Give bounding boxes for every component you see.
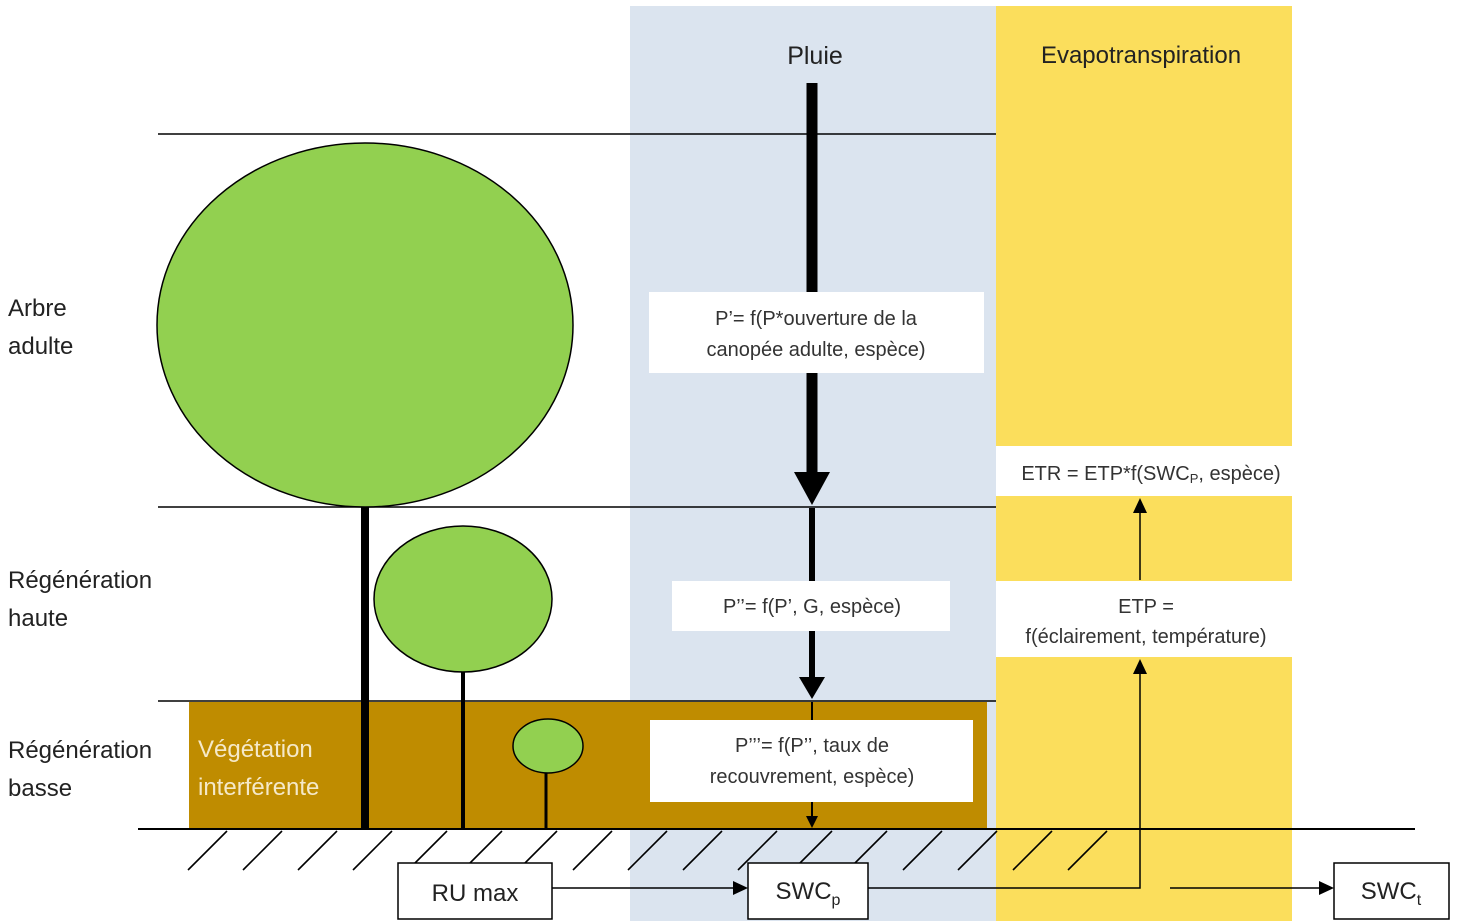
etr-prefix: ETR = ETP*f(SWC xyxy=(1021,463,1189,485)
high-regen-tree-crown xyxy=(373,525,553,673)
rain-title: Pluie xyxy=(787,42,843,70)
evapotranspiration-title: Evapotranspiration xyxy=(1041,42,1241,69)
layer-high-line1: Régénération xyxy=(8,567,152,594)
p2-formula-box xyxy=(672,581,950,631)
adult-tree-crown xyxy=(156,142,574,508)
etr-suffix: , espèce) xyxy=(1198,463,1280,485)
p1-formula-line2: canopée adulte, espèce) xyxy=(706,339,925,361)
soil-input-arrow-head xyxy=(806,816,818,828)
swcp-to-etp-path xyxy=(868,674,1141,889)
low-regen-tree-crown xyxy=(512,718,584,774)
layer-adult-line2: adulte xyxy=(8,333,73,360)
ru-max-label: RU max xyxy=(432,880,519,907)
p3-formula-line1: P’’’= f(P’’, taux de xyxy=(735,735,889,757)
to-swct-arrow-head xyxy=(1319,881,1334,895)
p3-formula-line2: recouvrement, espèce) xyxy=(710,766,915,788)
swct-subscript: t xyxy=(1417,892,1422,909)
etr-subscript: P xyxy=(1190,471,1199,486)
swcp-label: SWCp xyxy=(776,878,841,909)
layer-high-line2: haute xyxy=(8,605,68,632)
vegetation-label-line2: interférente xyxy=(198,774,319,801)
p3-formula-box xyxy=(650,720,973,802)
layer-low-line1: Régénération xyxy=(8,737,152,764)
ru-max-box xyxy=(397,862,553,920)
etp-formula-box xyxy=(996,581,1292,657)
etr-formula-box xyxy=(996,446,1292,496)
p1-formula-box xyxy=(649,292,984,373)
vegetation-label-line1: Végétation xyxy=(198,736,313,763)
layer-adult-line1: Arbre xyxy=(8,295,67,322)
soil-hatching xyxy=(187,830,1108,871)
swcp-to-etp-arrow-head xyxy=(1133,659,1147,674)
layer-low-line2: basse xyxy=(8,775,72,802)
p1-formula-line1: P’= f(P*ouverture de la xyxy=(715,308,918,330)
etp-to-etr-arrow-head xyxy=(1133,498,1147,513)
rain-arrow-head xyxy=(794,472,830,505)
etr-formula: ETR = ETP*f(SWCP, espèce) xyxy=(1021,463,1280,486)
swcp-box xyxy=(747,862,869,920)
etp-formula-line2: f(éclairement, température) xyxy=(1025,626,1266,648)
p2-formula-line1: P’’= f(P’, G, espèce) xyxy=(723,596,901,618)
throughfall-arrow-head xyxy=(799,677,825,699)
etp-formula-line1: ETP = xyxy=(1118,596,1174,618)
swct-box xyxy=(1333,862,1450,920)
swcp-main: SWC xyxy=(776,878,832,905)
swct-main: SWC xyxy=(1361,878,1417,905)
swcp-subscript: p xyxy=(832,892,841,909)
swct-label: SWCt xyxy=(1361,878,1422,909)
ru-to-swcp-arrow-head xyxy=(733,881,748,895)
